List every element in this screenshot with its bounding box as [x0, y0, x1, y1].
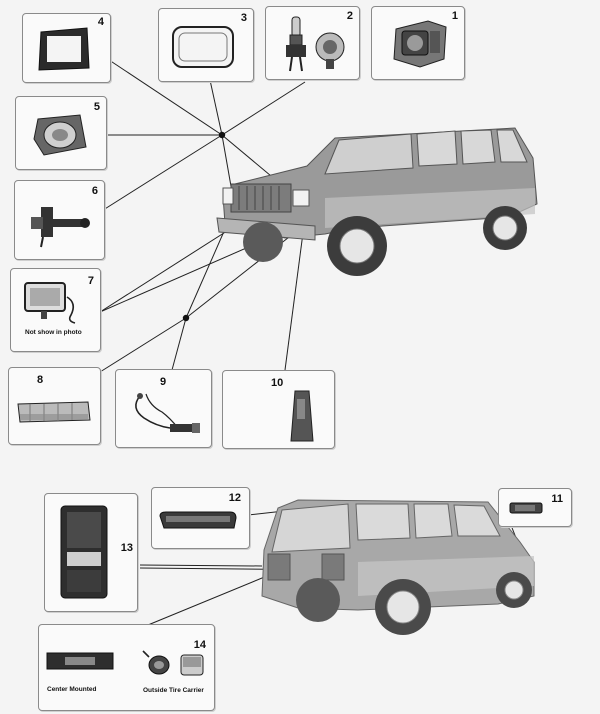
part-box-12: 12 — [151, 487, 250, 549]
part-box-3: 3 — [158, 8, 254, 82]
part-number: 6 — [91, 185, 98, 197]
part-box-14: 14 Center Mounted Outside Tire Carrier — [38, 624, 215, 711]
part-box-4: 4 — [22, 13, 111, 83]
part-box-2: 2 — [265, 6, 360, 80]
part-number: 4 — [97, 16, 104, 28]
part-number: 10 — [271, 377, 284, 389]
part-number: 13 — [120, 542, 133, 554]
part-number: 7 — [87, 275, 94, 287]
sealed-beam-headlamp-icon — [172, 26, 234, 68]
part-caption: Center Mounted — [47, 686, 97, 693]
headlamp-bezel-icon — [38, 27, 90, 71]
tail-lamp-icon — [60, 505, 108, 599]
fog-lamp-icon — [24, 282, 76, 324]
part-box-6: 6 — [14, 180, 105, 260]
headlamp-housing-icon — [33, 114, 87, 156]
part-number: 1 — [451, 10, 458, 22]
side-marker-lamp-icon — [290, 390, 314, 442]
license-plate-lamp-icon — [142, 650, 204, 676]
halogen-bulb-icon — [286, 16, 345, 72]
part-box-11: 11 — [498, 488, 572, 527]
part-number: 14 — [193, 639, 206, 651]
part-number: 11 — [551, 493, 563, 505]
side-marker-lamp-icon — [509, 502, 543, 514]
wiring-harness-icon — [135, 393, 200, 433]
license-plate-lamp-icon — [46, 652, 114, 670]
part-box-7: 7 Not show in photo — [10, 268, 101, 352]
front-vehicle-illustration — [216, 127, 538, 276]
part-box-5: 5 — [15, 96, 107, 170]
part-box-13: 13 — [44, 493, 138, 612]
part-number: 5 — [93, 101, 100, 113]
part-box-10: 10 — [222, 370, 335, 449]
part-box-8: 8 — [8, 367, 101, 445]
headlamp-assembly-icon — [393, 20, 447, 68]
part-number: 3 — [240, 12, 247, 24]
part-box-1: 1 — [371, 6, 465, 80]
part-number: 9 — [160, 376, 167, 388]
part-caption: Outside Tire Carrier — [143, 687, 204, 694]
rear-vehicle-illustration — [261, 499, 535, 635]
part-number: 8 — [37, 374, 44, 386]
third-brake-light-icon — [159, 511, 237, 529]
part-box-9: 9 — [115, 369, 212, 448]
parking-lamp-icon — [17, 401, 91, 423]
part-number: 2 — [346, 10, 353, 22]
part-number: 12 — [228, 492, 241, 504]
part-caption: Not show in photo — [25, 329, 82, 336]
headlamp-switch-icon — [31, 207, 90, 248]
